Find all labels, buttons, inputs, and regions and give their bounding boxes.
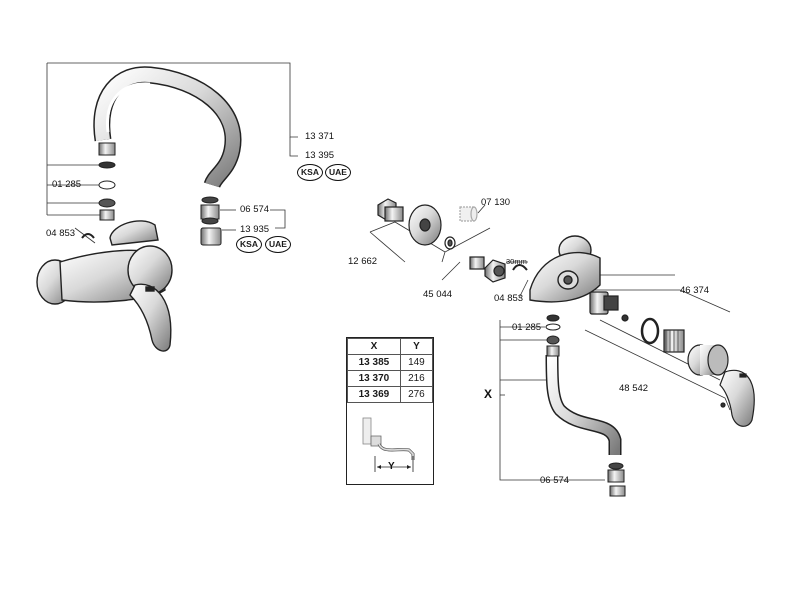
table-row: 13 369 276 (347, 386, 434, 403)
right-aerator-stack (607, 462, 626, 497)
right-valve-parts (377, 198, 528, 283)
table-header-y: Y (399, 338, 434, 355)
left-aerator-stack (200, 196, 222, 246)
right-mixer-body (529, 235, 601, 303)
right-cartridge-parts (589, 291, 755, 427)
spout-size-table: X Y 13 385 149 13 370 216 13 369 276 Y (346, 337, 434, 485)
table-cell-code: 13 370 (347, 370, 401, 387)
label-handle-part: 12 662 (348, 256, 378, 267)
left-small-parts (81, 142, 116, 239)
spout-projection-diagram (362, 417, 415, 472)
right-callout-lines (369, 204, 731, 481)
label-lever-part: 48 542 (619, 383, 649, 394)
left-mixer-body (36, 220, 173, 352)
label-aerator-group: 06 574 (240, 204, 270, 215)
table-cell-y: 276 (399, 386, 434, 403)
table-row: 13 385 149 (347, 354, 434, 371)
label-right-seal: 01 285 (512, 322, 542, 333)
table-cell-y: 216 (399, 370, 434, 387)
badge-aerator-uae: UAE (265, 236, 291, 253)
label-left-seal: 01 285 (52, 179, 82, 190)
label-right-aerator: 06 574 (540, 475, 570, 486)
table-cell-y: 149 (399, 354, 434, 371)
diagram-y-label: Y (388, 461, 395, 472)
label-top-part: 07 130 (481, 197, 511, 208)
table-header-row: X Y (347, 338, 434, 355)
tall-spout (93, 66, 242, 189)
label-spout-part: 13 371 (305, 131, 335, 142)
spout-size-grid: X Y 13 385 149 13 370 216 13 369 276 (347, 338, 434, 403)
label-cartridge-part: 46 374 (680, 285, 710, 296)
table-cell-code: 13 385 (347, 354, 401, 371)
label-connector-part: 45 044 (423, 289, 453, 300)
label-right-clip: 04 853 (494, 293, 524, 304)
label-dimension: 30mm (506, 257, 527, 266)
left-callout-lines (46, 62, 298, 244)
label-aerator-variant: 13 935 (240, 224, 270, 235)
label-spout-variant: 13 395 (305, 150, 335, 161)
table-row: 13 370 216 (347, 370, 434, 387)
table-cell-code: 13 369 (347, 386, 401, 403)
table-header-x: X (347, 338, 401, 355)
badge-aerator-ksa: KSA (236, 236, 262, 253)
badge-spout-ksa: KSA (297, 164, 323, 181)
label-left-clip: 04 853 (46, 228, 76, 239)
badge-spout-uae: UAE (325, 164, 351, 181)
label-spout-dimension: X (484, 387, 493, 401)
right-s-spout (545, 314, 622, 455)
